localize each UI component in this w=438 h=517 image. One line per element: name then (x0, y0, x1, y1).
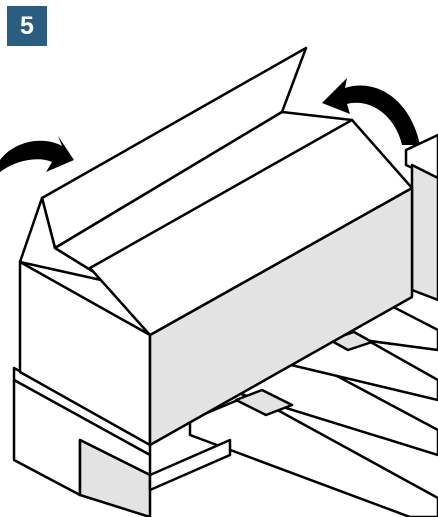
curved-arrow-left-icon (322, 78, 420, 145)
box-front-flap (88, 118, 414, 337)
rotation-arrows (0, 78, 420, 172)
cardboard-box (18, 46, 414, 447)
pallet-block-shade (78, 438, 152, 517)
step-number-badge: 5 (7, 6, 47, 46)
second-box-front (410, 163, 438, 302)
pallet-runner (148, 438, 232, 492)
pallet-gap (234, 388, 294, 417)
curved-arrow-right-icon (0, 136, 74, 172)
